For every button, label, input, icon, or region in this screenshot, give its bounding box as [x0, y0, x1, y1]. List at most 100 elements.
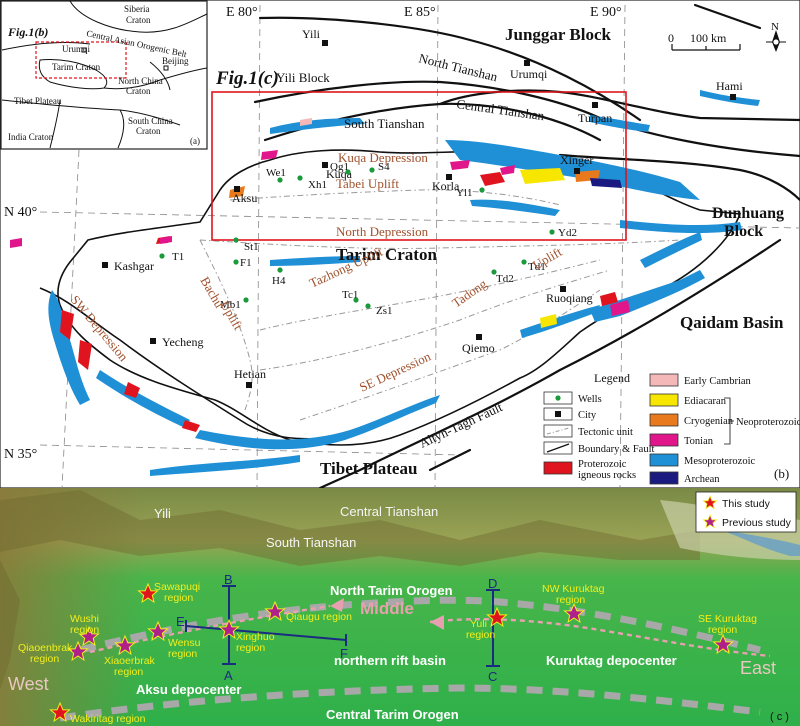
- well-label-td1: Td1: [528, 261, 546, 273]
- city-label-hami: Hami: [716, 79, 743, 93]
- inset-ncc-2: Craton: [126, 86, 151, 96]
- site-xiaoerbrak-2: region: [114, 666, 143, 678]
- well-label-s4: S4: [378, 161, 390, 173]
- well-marker-tc1: [353, 297, 359, 303]
- well-marker-qg1: [345, 169, 351, 175]
- city-marker-qiemo: [476, 334, 482, 340]
- well-label-we1: We1: [266, 167, 286, 179]
- city-marker-korla: [446, 174, 452, 180]
- legend-this-study: This study: [722, 498, 771, 510]
- dunhuang-label-2: Block: [724, 223, 763, 240]
- well-marker-yd2: [549, 229, 555, 235]
- kunlun-fault: [39, 287, 331, 440]
- lake-patch: [720, 530, 800, 556]
- scale-bar: 0 100 km: [668, 31, 741, 51]
- city-marker-xinger: [574, 168, 580, 174]
- north-depression-label: North Depression: [336, 224, 429, 239]
- site-qiaoenbrak-1: Qiaoenbrak: [18, 642, 73, 654]
- well-labels: We1 Xh1 Qg1 S4 Yl1 Yd2 St1 T1 F1 H4 Mb1 …: [172, 161, 577, 317]
- region-east: East: [740, 658, 776, 678]
- section-letters: B A E F D C: [176, 572, 497, 684]
- tectonic-unit-lines: [199, 189, 681, 421]
- legend-previous-study-icon: [702, 513, 718, 529]
- well-markers: [159, 167, 555, 309]
- region-labels: Yili Central Tianshan South Tianshan Nor…: [8, 504, 776, 722]
- panel-b-map: E 80° E 85° E 90° N 40° N 35° Junggar Bl…: [0, 0, 800, 490]
- legend-city-icon: [555, 411, 561, 417]
- city-label-hetian: Hetian: [234, 367, 266, 381]
- city-label-yecheng: Yecheng: [162, 335, 203, 349]
- site-xiaoerbrak-1: Xiaoerbrak: [104, 655, 156, 667]
- well-marker-yl1: [479, 187, 485, 193]
- mesoproterozoic-outcrops: [48, 90, 760, 476]
- region-central-tianshan: Central Tianshan: [340, 504, 438, 519]
- site-xinghuo-2: region: [236, 642, 265, 654]
- arrowhead-middle: [330, 598, 344, 612]
- lon-label-85: E 85°: [404, 5, 436, 20]
- section-letter-b: B: [224, 572, 233, 587]
- star-xiaoerbrak: [114, 634, 136, 656]
- well-marker-td2: [491, 269, 497, 275]
- well-marker-xh1: [297, 175, 303, 181]
- star-xinghuo: [218, 618, 240, 640]
- well-marker-td1: [521, 259, 527, 265]
- legend-mesoproterozoic-swatch: [649, 453, 679, 467]
- city-label-turpan: Turpan: [578, 111, 612, 125]
- legend-tonian: Tonian: [684, 436, 714, 447]
- site-qiaoenbrak-2: region: [30, 653, 59, 665]
- well-marker-h4: [277, 267, 283, 273]
- city-marker-yili: [322, 40, 328, 46]
- legend-fault-icon: [546, 443, 570, 453]
- legend-well-icon: [555, 395, 561, 401]
- region-middle: Middle: [360, 599, 414, 618]
- inset-scc-2: Craton: [136, 126, 161, 136]
- lat-label-35: N 35°: [4, 447, 37, 462]
- well-label-f1: F1: [240, 257, 252, 269]
- legend-tonian-swatch: [649, 433, 679, 447]
- city-label-aksu: Aksu: [232, 191, 257, 205]
- region-central-orogen: Central Tarim Orogen: [326, 707, 459, 722]
- section-letter-d: D: [488, 576, 497, 591]
- well-marker-st1: [233, 237, 239, 243]
- well-label-h4: H4: [272, 275, 286, 287]
- star-wensu: [147, 620, 169, 642]
- well-marker-s4: [369, 167, 375, 173]
- city-label-ruoqiang: Ruoqiang: [546, 291, 593, 305]
- well-label-yd2: Yd2: [558, 227, 577, 239]
- city-label-kashgar: Kashgar: [114, 259, 154, 273]
- legend-cryogenian: Cryogenian: [684, 416, 734, 427]
- inset-beijing-marker: [163, 65, 169, 71]
- panel-c-dem: B A E F D C Sawapuqi region Wushi reg: [0, 488, 800, 726]
- fig-1c-label: Fig.1(c): [215, 68, 279, 89]
- site-se-kuruktag-2: region: [708, 624, 737, 636]
- well-label-zs1: Zs1: [376, 305, 393, 317]
- site-yuli-2: region: [466, 629, 495, 641]
- region-yili: Yili: [154, 506, 171, 521]
- south-tianshan-label: South Tianshan: [344, 116, 425, 131]
- legend-early-cambrian-swatch: [649, 373, 679, 387]
- legend-tectonic-icon: [546, 427, 570, 435]
- inset-tarim: Tarim Craton: [52, 62, 101, 72]
- fig-1b-label: Fig.1(b): [7, 25, 48, 39]
- panel-c-legend: This study Previous study: [695, 491, 797, 533]
- city-marker-hami: [730, 94, 736, 100]
- city-marker-aksu: [234, 186, 240, 192]
- star-qiaoenbrak: [67, 640, 89, 662]
- well-label-tc1: Tc1: [342, 289, 358, 301]
- legend-wells: Wells: [578, 394, 602, 405]
- site-xinghuo-1: Xinghuo: [236, 631, 275, 643]
- tarim-label: Tarim Craton: [336, 245, 437, 264]
- city-marker-hetian: [246, 382, 252, 388]
- block-labels: Junggar Block Tarim Craton Tibet Plateau…: [320, 25, 784, 478]
- city-marker-urumqi: [524, 60, 530, 66]
- site-yuli-1: Yuli: [470, 618, 487, 630]
- legend-mesoproterozoic: Mesoproterozoic: [684, 456, 755, 467]
- lon-label-80: E 80°: [226, 5, 258, 20]
- graticule: [39, 4, 800, 489]
- region-south-tianshan: South Tianshan: [266, 535, 356, 550]
- legend-neoproterozoic: Neoproterozoic: [736, 417, 800, 428]
- well-marker-t1: [159, 253, 165, 259]
- neoproterozoic-bracket: [724, 397, 734, 445]
- legend-ediacaran: Ediacaran: [684, 396, 727, 407]
- legend-boundary: Boundary & Fault: [578, 444, 654, 455]
